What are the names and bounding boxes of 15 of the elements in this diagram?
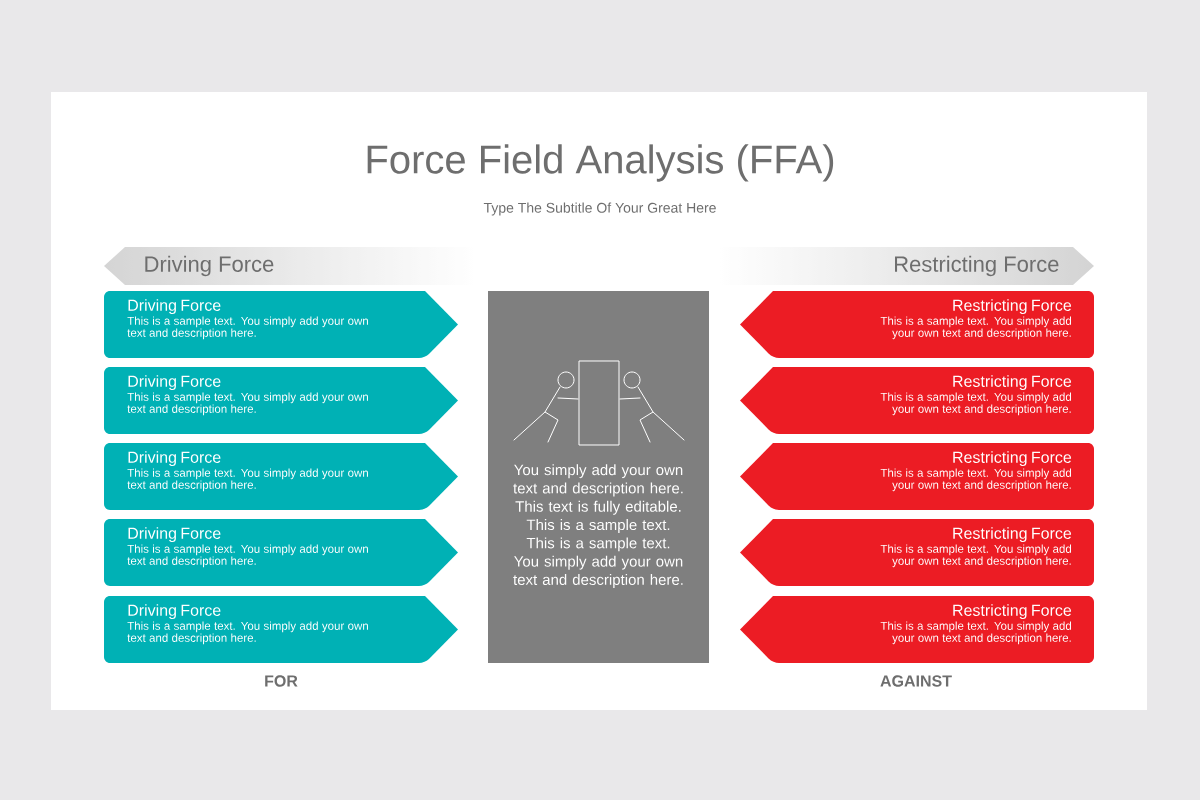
arrow-box: Driving Force This is a sample text. You simply add your own text and description here. <box>104 291 458 358</box>
arrow-box: Restricting Force This is a sample text. You simply add your own text and description here. <box>740 443 1094 510</box>
title: Force Field Analysis (FFA) <box>367 144 834 182</box>
arrow-box: Driving Force This is a sample text. You simply add your own text and description here. <box>104 443 458 510</box>
arrow-box: Restricting Force This is a sample text. You simply add your own text and description here. <box>740 291 1094 358</box>
arrow-box: Driving Force This is a sample text. You simply add your own text and description here. <box>104 596 458 663</box>
arrow-box: Restricting Force This is a sample text. You simply add your own text and description here. <box>740 367 1094 434</box>
arrow-box: Restricting Force This is a sample text. You simply add your own text and description here. <box>740 596 1094 663</box>
arrow-box: Restricting Force This is a sample text. You simply add your own text and description here. <box>740 519 1094 586</box>
arrow-box: Driving Force This is a sample text. You simply add your own text and description here. <box>104 367 458 434</box>
center-panel: You simply add your own text and description here. This text is fully editable. This is a sample text. This is a sample text. You simply add your own text and description here. <box>488 291 709 663</box>
subtitle: Type The Subtitle Of Your Great Here <box>483 202 716 216</box>
arrow-box: Driving Force This is a sample text. You simply add your own text and description here. <box>104 519 458 586</box>
header-arrow: Driving Force <box>145 255 274 277</box>
header-arrow: Restricting Force <box>895 255 1059 277</box>
